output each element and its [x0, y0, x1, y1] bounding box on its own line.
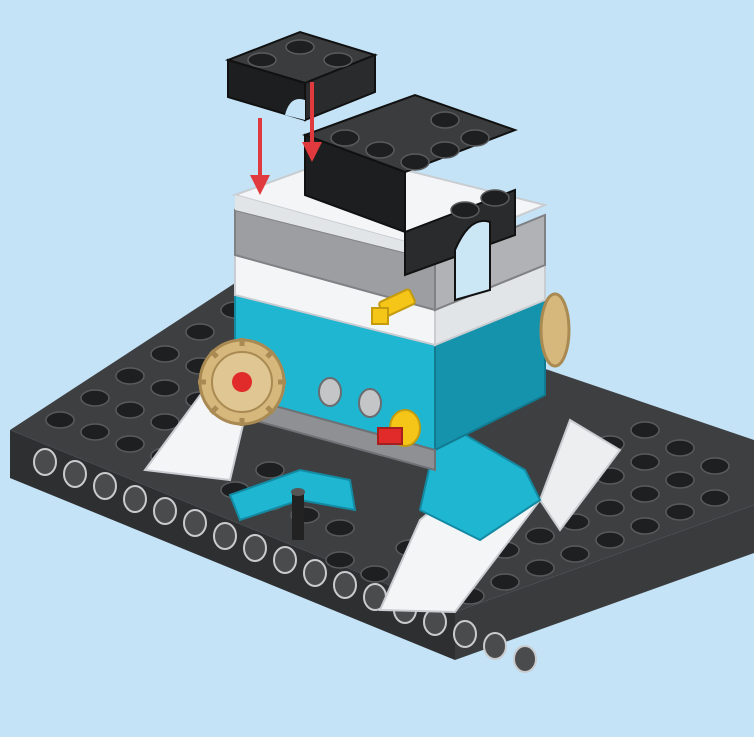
axle-icon [292, 492, 304, 540]
axle-top [291, 488, 305, 496]
gear-icon [198, 338, 286, 426]
arch-brick-icon [228, 32, 375, 120]
gear-icon [541, 294, 569, 366]
